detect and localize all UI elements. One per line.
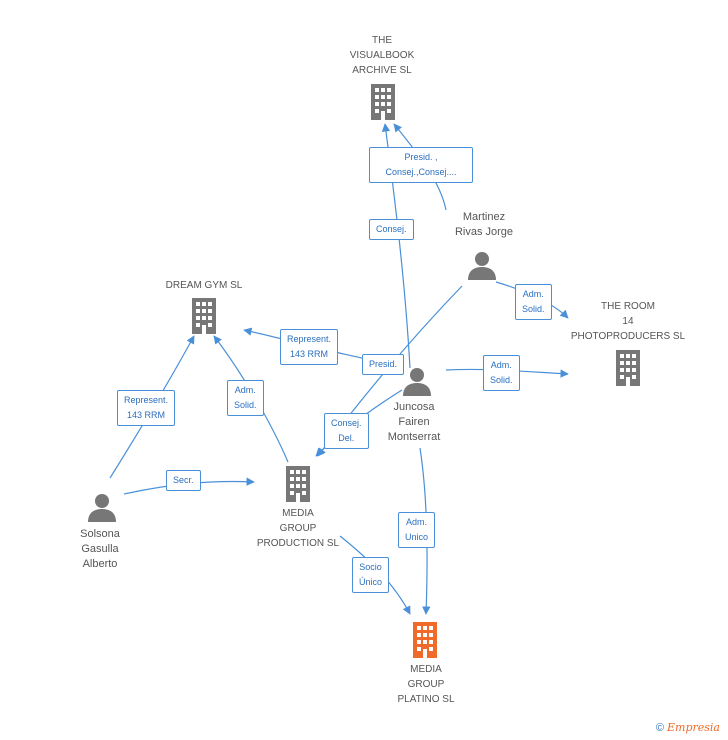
label-line: DREAM GYM SL	[165, 280, 243, 291]
edge-label-line: Adm.	[406, 517, 428, 527]
edge-label-line: 143 RRM	[127, 410, 166, 420]
company-label-visualbook[interactable]: THE VISUALBOOK ARCHIVE SL	[350, 33, 414, 78]
label-line: MEDIA	[410, 664, 442, 675]
person-label-martinez[interactable]: Martinez Rivas Jorge	[455, 210, 513, 240]
edge-label-line: Adm.	[490, 360, 512, 370]
company-label-dreamgym[interactable]: DREAM GYM SL	[166, 278, 243, 293]
building-icon[interactable]	[189, 298, 219, 334]
edge-label-line: Consej.	[376, 224, 407, 234]
edge-label-socio-unico[interactable]: Socio Único	[352, 557, 390, 593]
label-line: VISUALBOOK	[349, 50, 415, 61]
edge-label-line: Adm.	[522, 289, 544, 299]
label-line: PLATINO SL	[397, 694, 455, 705]
person-icon[interactable]	[87, 492, 117, 522]
label-line: THE	[372, 35, 392, 46]
label-line: PRODUCTION SL	[256, 538, 340, 549]
company-label-mediaproduction[interactable]: MEDIA GROUP PRODUCTION SL	[257, 506, 339, 551]
edge-label-line: Secr.	[173, 475, 194, 485]
person-icon[interactable]	[467, 250, 497, 280]
edge-label-line: Solid.	[234, 400, 257, 410]
building-icon[interactable]	[613, 350, 643, 386]
edge-label-adm-solid-dream[interactable]: Adm. Solid.	[227, 380, 264, 416]
edge-label-presid-consej[interactable]: Presid. , Consej.,Consej....	[369, 147, 473, 183]
label-line: ARCHIVE SL	[352, 65, 412, 76]
building-icon-highlight[interactable]	[410, 622, 440, 658]
copyright-symbol: ©	[655, 722, 664, 734]
building-icon[interactable]	[368, 84, 398, 120]
label-line: Rivas Jorge	[454, 226, 514, 238]
edge-label-line: Adm.	[234, 385, 256, 395]
label-line: 14	[622, 316, 634, 327]
edge-label-adm-unico[interactable]: Adm. Unico	[398, 512, 436, 548]
edge-label-line: Solid.	[490, 375, 513, 385]
label-line: GROUP	[407, 679, 445, 690]
edge-label-line: Presid. ,	[404, 152, 438, 162]
edge-label-line: Del.	[338, 433, 355, 443]
company-label-platino[interactable]: MEDIA GROUP PLATINO SL	[397, 662, 454, 707]
label-line: Gasulla	[81, 543, 119, 555]
label-line: MEDIA	[282, 508, 314, 519]
edge-label-line: Consej.	[331, 418, 362, 428]
edge-label-adm-solid-room-top[interactable]: Adm. Solid.	[515, 284, 552, 320]
label-line: Montserrat	[387, 431, 441, 443]
footer-brand: © Empresia	[656, 721, 720, 734]
label-line: GROUP	[279, 523, 317, 534]
edge-label-line: Unico	[405, 532, 429, 542]
label-line: Solsona	[80, 528, 120, 540]
edge-label-line: 143 RRM	[290, 349, 329, 359]
edge-label-represent-dream-juncosa[interactable]: Represent. 143 RRM	[280, 329, 339, 365]
brand-logo: Empresia	[667, 721, 720, 734]
edge-label-line: Consej.,Consej....	[385, 167, 457, 177]
edge-label-represent-dream-solsona[interactable]: Represent. 143 RRM	[117, 390, 176, 426]
person-icon[interactable]	[402, 366, 432, 396]
label-line: Alberto	[82, 558, 118, 570]
label-line: Juncosa	[393, 401, 435, 413]
label-line: Martinez	[462, 211, 506, 223]
edge-label-presid[interactable]: Presid.	[362, 354, 405, 375]
edge-label-line: Represent.	[124, 395, 169, 405]
edge-label-line: Solid.	[522, 304, 545, 314]
edge-label-line: Socio	[359, 562, 382, 572]
person-label-solsona[interactable]: Solsona Gasulla Alberto	[80, 527, 120, 572]
edge-label-line: Presid.	[369, 359, 398, 369]
building-icon[interactable]	[283, 466, 313, 502]
edge-label-line: Único	[359, 577, 383, 587]
label-line: Fairen	[398, 416, 430, 428]
edge-label-line: Represent.	[287, 334, 332, 344]
company-label-theroom[interactable]: THE ROOM 14 PHOTOPRODUCERS SL	[571, 299, 685, 344]
edge-label-consej-del[interactable]: Consej. Del.	[324, 413, 369, 449]
label-line: THE ROOM	[601, 301, 655, 312]
edge-label-secr[interactable]: Secr.	[166, 470, 201, 491]
label-line: PHOTOPRODUCERS SL	[570, 331, 686, 342]
edge-label-adm-solid-room[interactable]: Adm. Solid.	[483, 355, 520, 391]
person-label-juncosa[interactable]: Juncosa Fairen Montserrat	[388, 400, 441, 445]
edge-label-consej[interactable]: Consej.	[369, 219, 414, 240]
